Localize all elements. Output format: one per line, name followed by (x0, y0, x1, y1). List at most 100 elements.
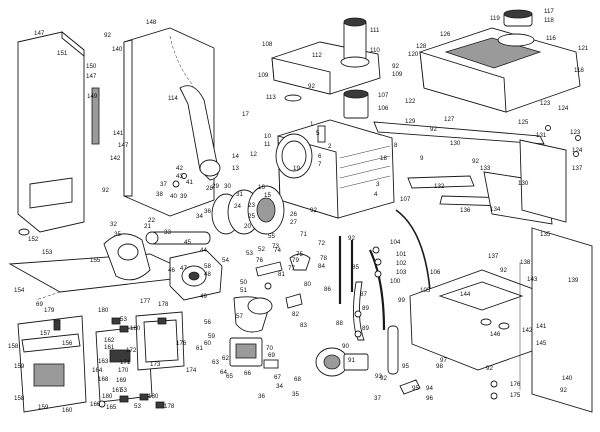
part-label-l36b: 36 (258, 393, 265, 400)
part-label-l73: 73 (272, 243, 279, 250)
part-label-l120: 120 (408, 51, 419, 58)
part-label-l106: 106 (378, 105, 389, 112)
part-label-l16: 16 (258, 184, 265, 191)
part-label-l34b: 34 (276, 383, 283, 390)
part-label-l99: 99 (398, 297, 405, 304)
part-label-l92d: 92 (308, 83, 315, 90)
back-frame (409, 269, 553, 371)
part-label-l178a: 178 (158, 301, 169, 308)
part-label-l128: 128 (416, 43, 427, 50)
part-label-l159b: 159 (38, 404, 49, 411)
part-label-l153: 153 (42, 249, 53, 256)
part-label-l95b: 95 (412, 385, 419, 392)
part-label-l126: 126 (440, 31, 451, 38)
part-label-l94: 94 (426, 385, 433, 392)
part-label-l3: 3 (376, 181, 380, 188)
part-label-l139: 139 (568, 277, 579, 284)
part-label-l166: 166 (90, 401, 101, 408)
part-label-l64: 64 (220, 369, 227, 376)
part-label-l35: 35 (114, 231, 121, 238)
control-panel (17, 311, 185, 413)
flue-duct (179, 85, 221, 181)
part-label-l138: 138 (520, 259, 531, 266)
part-label-l41: 41 (186, 179, 193, 186)
part-label-l80: 80 (304, 281, 311, 288)
part-label-l169: 169 (116, 377, 127, 384)
part-label-l58: 58 (204, 263, 211, 270)
part-label-l18: 18 (380, 155, 387, 162)
part-label-l19: 19 (293, 165, 300, 172)
part-label-l109b: 109 (392, 71, 403, 78)
part-label-l32: 32 (110, 221, 117, 228)
part-label-l110: 110 (370, 47, 380, 54)
part-label-l161: 161 (104, 344, 115, 351)
part-label-l125: 125 (518, 119, 529, 126)
part-label-l180d: 180 (102, 393, 113, 400)
part-label-l47: 47 (180, 265, 187, 272)
part-label-l59: 59 (208, 333, 215, 340)
part-label-l88: 88 (336, 320, 343, 327)
part-label-l141: 141 (113, 130, 124, 137)
part-label-l170: 170 (118, 367, 129, 374)
part-label-l6: 6 (318, 153, 322, 160)
part-label-l89b: 89 (362, 325, 369, 332)
part-label-l123b: 123 (570, 129, 581, 136)
part-label-l87: 87 (360, 291, 367, 298)
part-label-l23: 23 (248, 202, 255, 209)
part-label-l176b: 176 (176, 340, 187, 347)
part-label-l76: 76 (256, 257, 263, 264)
part-label-l24: 24 (234, 203, 241, 210)
part-label-l56: 56 (204, 319, 211, 326)
part-label-l21: 21 (144, 223, 151, 230)
part-label-l5: 5 (316, 130, 320, 137)
part-label-l55: 55 (268, 233, 275, 240)
part-label-l28: 28 (206, 185, 213, 192)
part-label-l131: 131 (536, 132, 547, 139)
part-label-l175: 175 (510, 392, 521, 399)
part-label-l77: 77 (288, 265, 295, 272)
part-label-l17: 17 (242, 111, 249, 118)
part-label-l26: 26 (290, 211, 297, 218)
part-label-l63: 63 (212, 359, 219, 366)
part-label-l141b: 141 (536, 323, 547, 330)
fan-motor (169, 249, 223, 301)
part-label-l85: 85 (352, 264, 359, 271)
part-label-l70: 70 (266, 345, 273, 352)
part-label-l160: 160 (62, 407, 73, 414)
part-label-l92k: 92 (348, 235, 355, 242)
part-label-l92c: 92 (392, 63, 399, 70)
part-label-l180c: 180 (148, 393, 159, 400)
part-label-l140: 140 (112, 46, 123, 53)
part-label-l162: 162 (104, 337, 115, 344)
front-casing-panel (17, 31, 100, 236)
part-label-l54: 54 (222, 257, 229, 264)
part-label-l105: 105 (420, 287, 431, 294)
part-label-l48: 48 (204, 271, 211, 278)
part-label-l124: 124 (558, 105, 569, 112)
part-label-l118b: 118 (574, 67, 584, 74)
gas-valve (229, 337, 279, 369)
part-label-l180a: 180 (98, 307, 109, 314)
part-label-l37b: 37 (374, 395, 381, 402)
part-label-l180b: 180 (130, 325, 141, 332)
part-label-l150: 150 (86, 63, 97, 70)
condensate-trap (233, 296, 273, 333)
part-label-l67: 67 (274, 374, 281, 381)
part-label-l86: 86 (324, 286, 331, 293)
part-label-l117: 117 (544, 8, 554, 15)
part-label-l91: 91 (348, 357, 355, 364)
part-label-l4: 4 (374, 191, 378, 198)
part-label-l100: 100 (390, 278, 401, 285)
part-label-l124b: 124 (572, 147, 583, 154)
part-label-l158b: 158 (14, 395, 25, 402)
part-label-l9: 9 (420, 155, 424, 162)
part-label-l51: 51 (240, 287, 247, 294)
part-label-l57: 57 (236, 313, 243, 320)
part-label-l61: 61 (196, 345, 203, 352)
part-label-l101: 101 (396, 251, 407, 258)
part-label-l13: 13 (232, 165, 239, 172)
frame-rails (373, 121, 567, 225)
part-label-l107b: 107 (400, 196, 411, 203)
part-label-l108: 108 (262, 41, 273, 48)
